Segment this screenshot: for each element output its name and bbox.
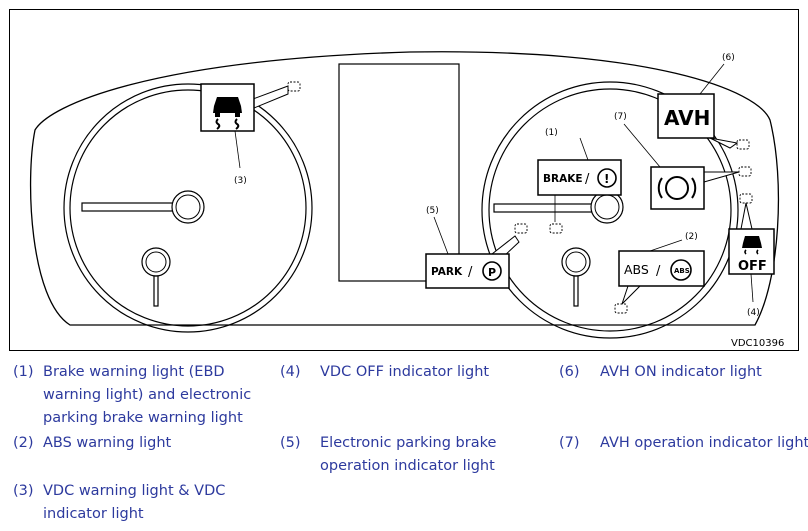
legend-num: (1) — [13, 364, 34, 380]
legend-line: VDC OFF indicator light — [320, 364, 490, 380]
avh-label: AVH — [664, 106, 710, 130]
right-gauge — [481, 81, 739, 339]
avh-on-icon: AVH — [657, 93, 739, 149]
legend-line: Electronic parking brake — [320, 435, 497, 451]
vdc-off-icon: OFF — [728, 202, 775, 275]
legend-line: indicator light — [43, 506, 144, 522]
callout-4: (4) — [747, 308, 760, 318]
brake-exclaim: ! — [604, 172, 609, 186]
park-slash: / — [468, 265, 473, 280]
abs-warning-icon: ABS / ABS — [618, 250, 705, 305]
legend-item-5: (5) Electronic parking brake operation i… — [280, 432, 550, 480]
callout-3: (3) — [234, 176, 247, 186]
brake-warning-icon: BRAKE / ! — [537, 159, 622, 196]
legend-item-6: (6) AVH ON indicator light — [559, 361, 804, 385]
brake-label: BRAKE — [543, 173, 583, 185]
legend-item-4: (4) VDC OFF indicator light — [280, 361, 550, 385]
legend-item-7: (7) AVH operation indicator light — [559, 432, 808, 456]
park-indicator-icon: PARK / P — [425, 235, 520, 289]
legend-line: ABS warning light — [43, 435, 172, 451]
callout-1: (1) — [545, 128, 558, 138]
park-label: PARK — [431, 266, 463, 278]
legend-num: (6) — [559, 364, 580, 380]
left-gauge — [63, 83, 313, 333]
legend-num: (5) — [280, 435, 301, 451]
callout-6: (6) — [722, 53, 735, 63]
legend-num: (3) — [13, 483, 34, 499]
legend-line: AVH operation indicator light — [600, 435, 808, 451]
legend-num: (4) — [280, 364, 301, 380]
legend-line: parking brake warning light — [43, 410, 243, 426]
legend-line: operation indicator light — [320, 458, 495, 474]
vdc-warning-icon — [200, 83, 289, 132]
legend-line: Brake warning light (EBD — [43, 364, 225, 380]
cluster-diagram: (3) BRAKE / ! (1) PARK / P (5) ABS / — [29, 51, 784, 349]
abs-label: ABS — [624, 262, 649, 277]
abs-slash: / — [656, 264, 661, 279]
brake-slash: / — [585, 172, 590, 187]
legend-item-3: (3) VDC warning light & VDC indicator li… — [13, 480, 273, 528]
legend-line: warning light) and electronic — [43, 387, 252, 403]
legend-num: (7) — [559, 435, 580, 451]
center-display — [338, 63, 460, 282]
callout-5: (5) — [426, 206, 439, 216]
legend-num: (2) — [13, 435, 34, 451]
callout-2: (2) — [685, 232, 698, 242]
park-p: P — [488, 266, 496, 279]
instrument-cluster-figure: (3) BRAKE / ! (1) PARK / P (5) ABS / — [9, 9, 799, 351]
callout-7: (7) — [614, 112, 627, 122]
image-code: VDC10396 — [731, 338, 784, 349]
avh-operation-icon — [650, 166, 740, 210]
legend-line: VDC warning light & VDC — [43, 483, 226, 499]
legend-item-1: (1) Brake warning light (EBD warning lig… — [13, 361, 273, 431]
off-label: OFF — [738, 259, 767, 274]
legend-item-2: (2) ABS warning light — [13, 432, 273, 456]
legend-line: AVH ON indicator light — [600, 364, 762, 380]
abs-inner: ABS — [674, 267, 690, 275]
cluster-outline — [29, 51, 780, 326]
